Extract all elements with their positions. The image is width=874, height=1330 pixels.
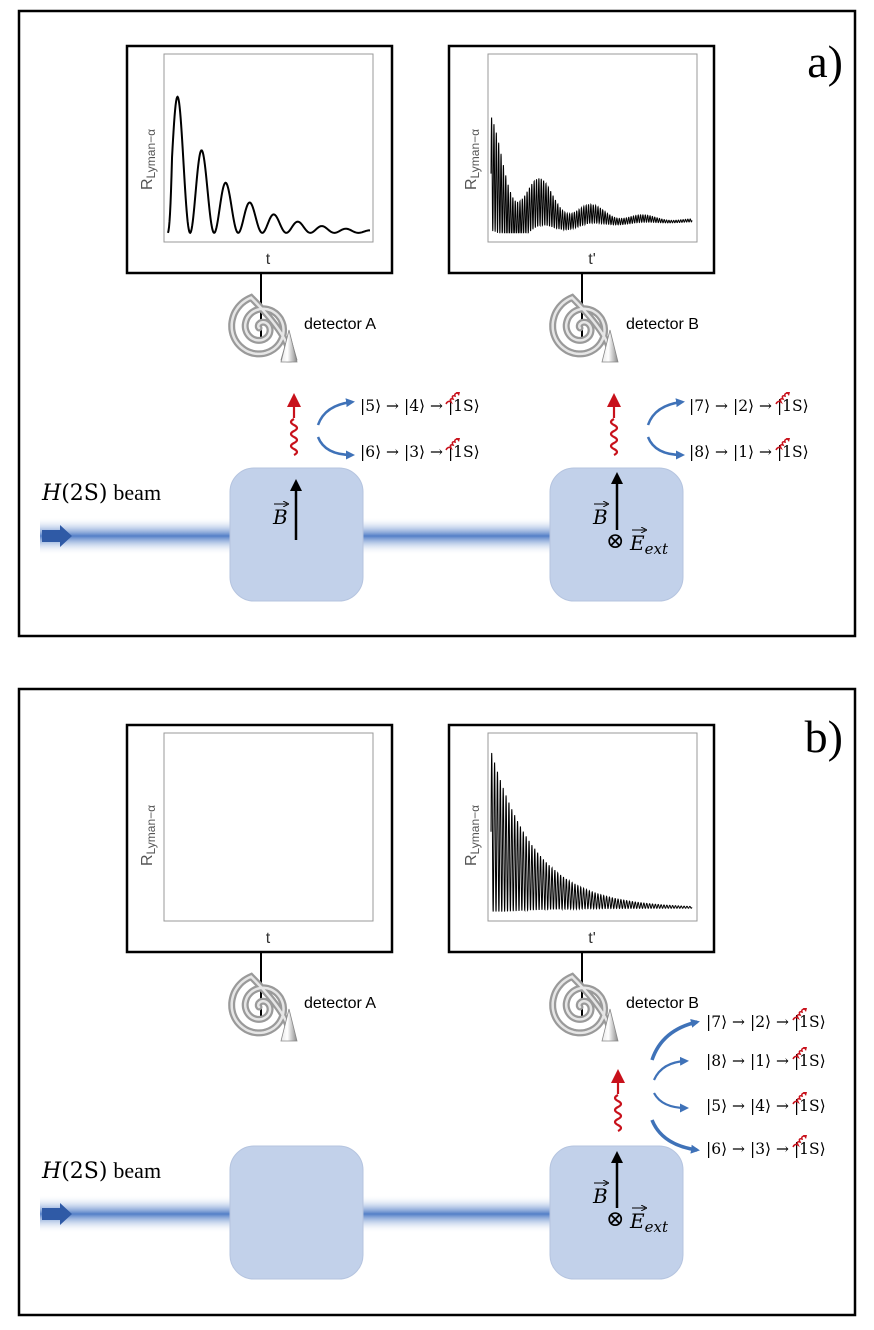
transition-label: |6⟩ → |3⟩ → |1S⟩: [706, 1140, 826, 1158]
x-axis-label: t: [266, 930, 271, 947]
x-axis-label: t': [588, 251, 596, 268]
detector-cone-icon: [601, 329, 619, 363]
y-axis-label: RLyman−α: [139, 805, 158, 866]
decay-branch-arrow-icon: [316, 398, 355, 426]
beam-direction-arrow-icon: [42, 1203, 72, 1225]
detector-cone-icon: [601, 1008, 619, 1042]
e-field-into-page-icon: ⊗: [606, 1207, 624, 1232]
plot-detector-a: RLyman−α t: [125, 723, 394, 954]
transition-label: |5⟩ → |4⟩ → |1S⟩: [706, 1097, 826, 1115]
decay-branch-arrow-icon: [646, 398, 685, 426]
decay-branch-arrow-icon: [650, 1018, 700, 1061]
transition-label: |5⟩ → |4⟩ → |1S⟩: [360, 397, 480, 415]
detector-label: detector B: [626, 316, 699, 333]
x-axis-label: t': [588, 930, 596, 947]
signal-trace: [490, 117, 693, 234]
spiral-highlight: [230, 296, 291, 358]
transition-label: |7⟩ → |2⟩ → |1S⟩: [689, 397, 809, 415]
decay-branch-arrow-icon: [653, 1092, 689, 1113]
spiral-highlight: [551, 975, 612, 1037]
photon-wavy-icon: [289, 418, 299, 456]
photon-wavy-icon: [613, 1094, 623, 1132]
e-field-into-page-icon: ⊗: [606, 529, 624, 554]
detector-a: detector A: [228, 952, 376, 1042]
transition-label: |8⟩ → |1⟩ → |1S⟩: [706, 1052, 826, 1070]
panel-label: b): [805, 711, 843, 762]
y-axis-label: RLyman−α: [139, 129, 158, 190]
decay-branch-arrow-icon: [652, 1056, 689, 1081]
field-b-label: B: [592, 505, 608, 529]
spiral-highlight: [230, 975, 291, 1037]
photon-emission-a: |5⟩ → |4⟩ → |1S⟩ |6⟩ → |3⟩ → |1S⟩: [287, 391, 480, 461]
plot-detector-a: RLyman−α t: [125, 44, 394, 275]
signal-trace: [490, 752, 693, 912]
y-axis-label: RLyman−α: [463, 805, 482, 866]
spiral-highlight: [551, 296, 612, 358]
decay-branch-arrow-icon: [316, 436, 355, 460]
decay-branch-arrow-icon: [646, 436, 685, 460]
interaction-region-1: [229, 1145, 364, 1280]
detector-label: detector B: [626, 995, 699, 1012]
field-e-label: Eext: [629, 1209, 669, 1236]
detector-cone-icon: [280, 1008, 298, 1042]
plot-detector-b: RLyman−α t': [447, 723, 716, 954]
field-b-label: B: [272, 505, 288, 529]
x-axis-label: t: [266, 251, 271, 268]
interaction-region-2: [549, 467, 684, 602]
decay-branch-arrow-icon: [650, 1119, 700, 1154]
detector-label: detector A: [304, 995, 376, 1012]
transition-label: |7⟩ → |2⟩ → |1S⟩: [706, 1013, 826, 1031]
y-axis-label: RLyman−α: [463, 129, 482, 190]
plot-area: [163, 732, 374, 922]
panel-label: a): [807, 36, 843, 87]
signal-trace: [167, 95, 370, 235]
transition-label: |8⟩ → |1⟩ → |1S⟩: [689, 443, 809, 461]
transition-label: |6⟩ → |3⟩ → |1S⟩: [360, 443, 480, 461]
panel-a: a) H(2S)beam B B ⊗ Eext RLyman−α t RL: [17, 9, 857, 638]
field-b-label: B: [592, 1184, 608, 1208]
beam-label: H(2S)beam: [41, 1158, 161, 1184]
photon-wavy-icon: [609, 418, 619, 456]
plot-detector-b: RLyman−α t': [447, 44, 716, 275]
interaction-region-2: [549, 1145, 684, 1280]
field-e-label: Eext: [629, 531, 669, 558]
plot-area: [163, 53, 374, 243]
detector-a: detector A: [228, 273, 376, 363]
detector-b: detector B: [549, 273, 699, 363]
detector-label: detector A: [304, 316, 376, 333]
beam-label: H(2S)beam: [41, 480, 161, 506]
detector-b: detector B: [549, 952, 699, 1042]
panel-b: b) H(2S)beam B ⊗ Eext RLyman−α t RLyman−…: [17, 687, 857, 1317]
photon-emission-b: |7⟩ → |2⟩ → |1S⟩ |8⟩ → |1⟩ → |1S⟩ |5⟩ → …: [611, 1007, 826, 1158]
beam-direction-arrow-icon: [42, 525, 72, 547]
photon-emission-b: |7⟩ → |2⟩ → |1S⟩ |8⟩ → |1⟩ → |1S⟩: [607, 391, 809, 461]
detector-cone-icon: [280, 329, 298, 363]
